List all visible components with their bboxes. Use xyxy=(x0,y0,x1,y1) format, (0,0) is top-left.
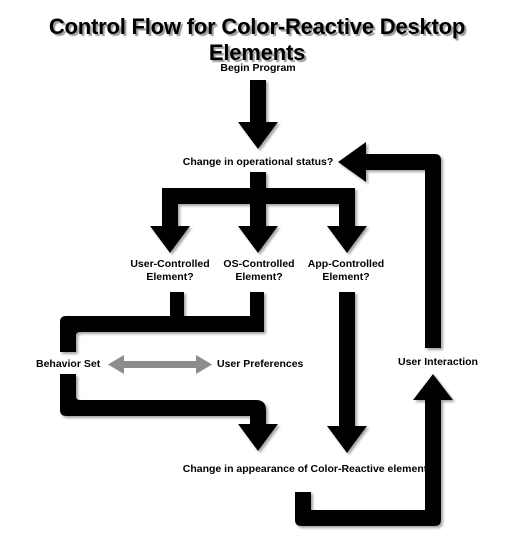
node-app-controlled: App-Controlled Element? xyxy=(307,258,385,283)
node-user-interaction: User Interaction xyxy=(398,356,478,368)
arrow-appearance-to-interaction xyxy=(295,374,453,526)
arrow-begin-to-status xyxy=(238,80,278,149)
node-appearance-change: Change in appearance of Color-Reactive e… xyxy=(182,463,428,475)
arrow-to-behavior-set xyxy=(60,292,264,352)
node-user-preferences: User Preferences xyxy=(217,358,304,370)
node-os-controlled: OS-Controlled Element? xyxy=(223,258,295,283)
diagram-title: Control Flow for Color-Reactive Desktop … xyxy=(48,14,466,65)
node-operational-status: Change in operational status? xyxy=(182,156,334,168)
arrow-behavior-to-appearance xyxy=(60,374,278,451)
arrow-status-branches xyxy=(150,172,367,253)
arrow-interaction-to-status xyxy=(338,142,441,348)
arrow-app-to-appearance xyxy=(327,292,367,453)
double-arrow-behavior-preferences xyxy=(108,355,212,374)
node-begin-program: Begin Program xyxy=(220,62,296,74)
node-behavior-set: Behavior Set xyxy=(36,358,101,370)
node-user-controlled: User-Controlled Element? xyxy=(130,258,210,283)
